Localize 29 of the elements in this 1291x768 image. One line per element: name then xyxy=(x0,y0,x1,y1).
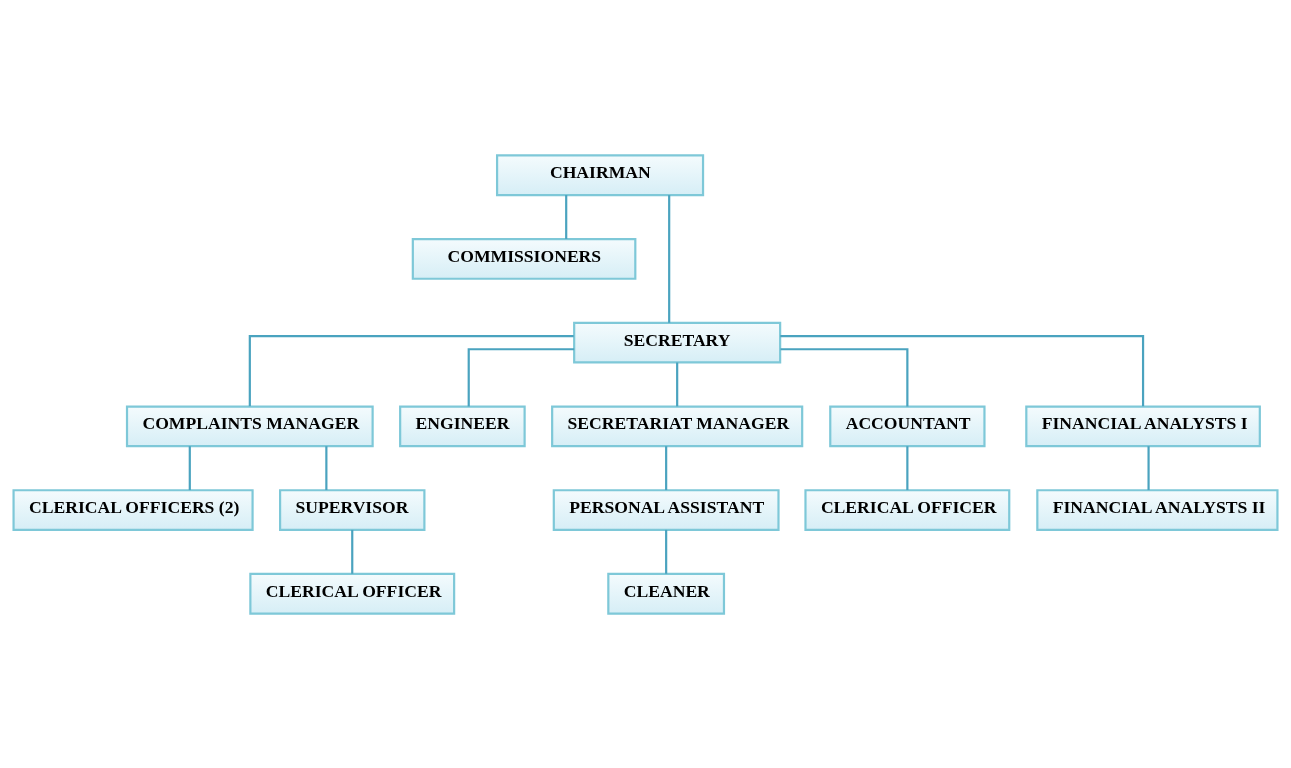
node-box: SECRETARIAT MANAGER xyxy=(551,404,804,447)
node-box: FINANCIAL ANALYSTS II xyxy=(1036,488,1279,531)
connector xyxy=(325,445,328,490)
node-box: COMPLAINTS MANAGER xyxy=(125,404,374,447)
node-box: CLERICAL OFFICER xyxy=(249,572,456,615)
node-box: FINANCIAL ANALYSTS I xyxy=(1025,404,1261,447)
connector xyxy=(351,529,354,574)
connector xyxy=(1147,445,1150,490)
connector xyxy=(780,347,909,406)
node-box: CLEANER xyxy=(607,572,726,615)
connector xyxy=(665,445,668,490)
connector xyxy=(676,362,679,406)
connector xyxy=(248,334,574,406)
connector xyxy=(665,529,668,574)
node-box: CLERICAL OFFICER xyxy=(804,488,1011,531)
connector xyxy=(906,445,909,490)
connector xyxy=(780,334,1145,406)
node-box: ACCOUNTANT xyxy=(829,404,986,447)
node-box: ENGINEER xyxy=(399,404,526,447)
node-box: PERSONAL ASSISTANT xyxy=(552,488,780,531)
connector xyxy=(668,194,671,323)
node-box: SECRETARY xyxy=(573,321,782,364)
node-box: SUPERVISOR xyxy=(279,488,426,531)
node-box: CHAIRMAN xyxy=(495,153,705,196)
connector xyxy=(467,347,575,406)
connector xyxy=(565,194,568,239)
node-box: COMMISSIONERS xyxy=(411,237,637,280)
node-box: CLERICAL OFFICERS (2) xyxy=(12,488,254,531)
connector xyxy=(188,445,191,490)
